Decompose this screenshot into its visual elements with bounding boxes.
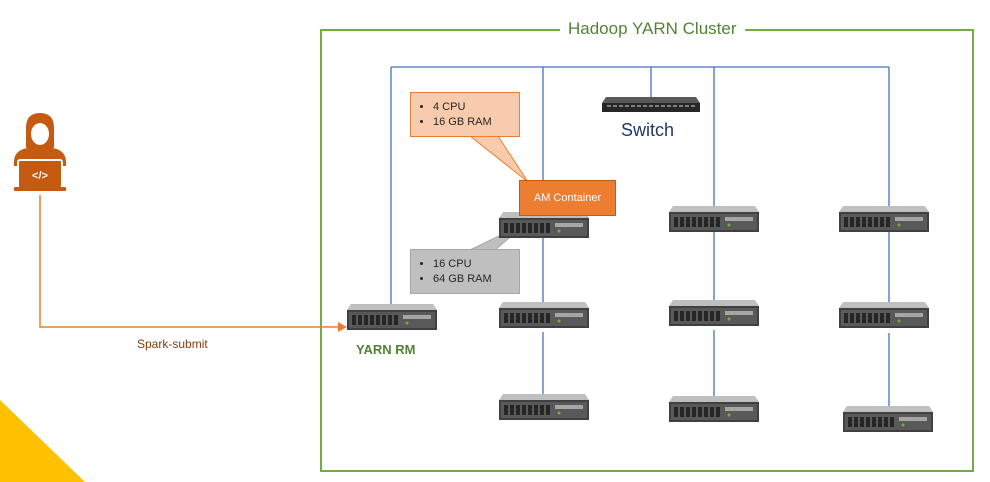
- rack-server-icon: [843, 406, 933, 432]
- switch-label: Switch: [621, 120, 675, 140]
- am-spec-cpu: 4 CPU: [433, 100, 511, 115]
- node-spec-callout: 16 CPU 64 GB RAM: [410, 249, 520, 294]
- am-container-box: AM Container: [519, 180, 616, 216]
- rack-server-icon: [839, 302, 929, 328]
- rack-server-icon: [669, 396, 759, 422]
- rack-server-icon: [347, 304, 437, 330]
- am-spec-callout: 4 CPU 16 GB RAM: [410, 92, 520, 137]
- node-spec-ram: 64 GB RAM: [433, 272, 511, 287]
- node-spec-cpu: 16 CPU: [433, 257, 511, 272]
- rack-server-icon: [499, 302, 589, 328]
- cluster-title: Hadoop YARN Cluster: [560, 19, 745, 39]
- spark-submit-arrow: [39, 195, 347, 332]
- yarn-rm-label: YARN RM: [356, 342, 416, 357]
- svg-text:</>: </>: [32, 170, 48, 182]
- network-switch-icon: [602, 97, 700, 112]
- rack-server-icon: [669, 300, 759, 326]
- developer-laptop-icon: </>: [14, 113, 66, 191]
- network-links: [390, 66, 890, 408]
- rack-server-icon: [839, 206, 929, 232]
- am-callout-pointer: [468, 135, 529, 183]
- am-spec-ram: 16 GB RAM: [433, 115, 511, 130]
- rack-server-icon: [669, 206, 759, 232]
- spark-submit-label: Spark-submit: [137, 337, 208, 351]
- rack-server-icon: [499, 394, 589, 420]
- corner-accent: [0, 400, 85, 482]
